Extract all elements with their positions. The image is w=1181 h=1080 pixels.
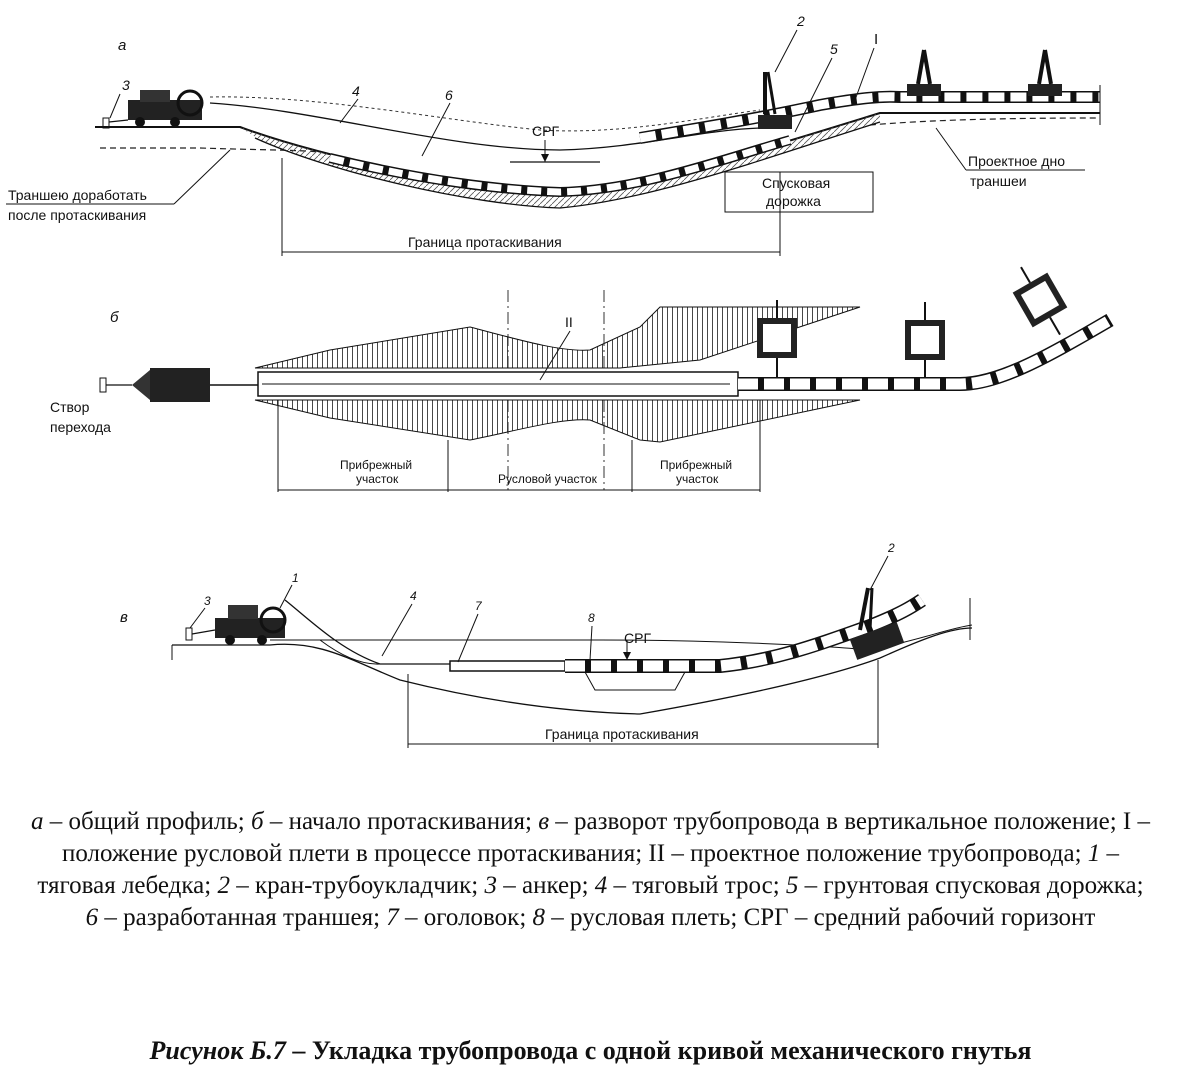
legend-t3: – анкер;	[497, 872, 595, 899]
legend-t5: – грунтовая спусковая дорожка;	[798, 872, 1144, 899]
legend-t6: – разработанная траншея;	[98, 904, 387, 931]
upper-dashed-a	[209, 96, 761, 132]
panel-v-letter: в	[120, 609, 128, 626]
coastal-left-line2: участок	[356, 472, 399, 486]
launch-track-label-line2: дорожка	[766, 193, 821, 209]
legend-t7: – оголовок;	[398, 904, 533, 931]
winch-icon-b	[132, 368, 258, 402]
pipelayer-crane-icon-2	[907, 49, 941, 96]
anchor-icon	[102, 117, 129, 129]
pipelayer-crane-icon-v	[849, 587, 905, 660]
callout-5-a: 5	[830, 41, 838, 57]
ground-profile-a	[95, 112, 1100, 192]
left-note-line2: после протаскивания	[8, 207, 146, 223]
callout-3-a: 3	[122, 77, 130, 93]
pipeline-laying-diagram: а СРГ	[6, 13, 1114, 748]
callout-8-v: 8	[588, 611, 595, 625]
pipelayer-plan-icon-2	[905, 302, 945, 378]
left-note-line1: Траншею доработать	[8, 187, 147, 203]
srg-label-a: СРГ	[532, 123, 559, 139]
anchor-icon-v	[185, 627, 216, 641]
trench-depression-v	[584, 671, 686, 691]
launch-track-label-line1: Спусковая	[762, 175, 830, 191]
legend-n5: 5	[785, 872, 799, 899]
legend-t2: – кран-трубоукладчик;	[229, 872, 485, 899]
legend-v: в	[538, 808, 550, 835]
crossing-label-line2: перехода	[50, 419, 111, 435]
anchor-icon-b	[99, 377, 132, 393]
legend-n2: 2	[217, 872, 230, 899]
pipelayer-plan-icon-3	[1012, 266, 1068, 336]
panel-b-letter: б	[110, 309, 119, 326]
pulling-limit-label-v: Граница протаскивания	[545, 726, 699, 742]
callout-2-v: 2	[887, 541, 895, 555]
trench-edge-v	[270, 624, 973, 651]
design-bottom-label-line1: Проектное дно	[968, 153, 1065, 169]
legend-v-text: – разворот трубопровода в вертикальное п…	[61, 808, 1150, 867]
panel-a: а СРГ	[6, 13, 1101, 256]
winch-icon	[128, 89, 204, 127]
legend-b-text: – начало протаскивания;	[263, 808, 539, 835]
legend-n4: 4	[594, 872, 608, 899]
channel-pipeline-a	[328, 135, 792, 198]
figure-title-text: – Укладка трубопровода с одной кривой ме…	[285, 1036, 1032, 1065]
trench-plan-upper	[254, 306, 861, 369]
cable-line-v	[284, 599, 560, 665]
callout-4-a: 4	[352, 83, 360, 99]
coastal-right-line1: Прибрежный	[660, 458, 732, 472]
legend-n1: 1	[1087, 840, 1101, 867]
legend-n7: 7	[386, 904, 399, 931]
design-bottom-dashed-a-right	[869, 117, 1101, 126]
pipelayer-plan-icon-1	[757, 300, 797, 378]
ground-profile-v	[172, 627, 973, 715]
launch-track-box	[724, 171, 874, 213]
trench-bottom-a	[254, 121, 881, 209]
pipeline-segments-v	[565, 594, 926, 673]
trench-plan-lower	[254, 399, 861, 443]
figure-number: Рисунок Б.7	[149, 1036, 286, 1065]
callout-2-a: 2	[796, 13, 805, 29]
pipeline-segments-b	[738, 313, 1114, 391]
pulling-limit-label-a: Граница протаскивания	[408, 234, 562, 250]
panel-v: в СРГ	[120, 541, 973, 748]
pipe-head-v	[449, 660, 566, 672]
coastal-right-line2: участок	[676, 472, 719, 486]
legend-n6: 6	[85, 904, 99, 931]
callout-I-a: I	[874, 31, 878, 48]
callout-4-v: 4	[410, 589, 417, 603]
winch-icon-v	[215, 605, 287, 645]
pulling-cable-a	[209, 102, 761, 151]
legend-b: б	[251, 808, 264, 835]
channel-section-label: Русловой участок	[498, 472, 598, 486]
legend-a-text: – общий профиль;	[43, 808, 251, 835]
legend-t1: – тяговая лебедка;	[37, 840, 1120, 899]
panel-b: б II Створ перехода	[50, 266, 1114, 492]
coastal-left-line1: Прибрежный	[340, 458, 412, 472]
figure-legend: а – общий профиль; б – начало протаскива…	[30, 806, 1151, 934]
legend-t4: – тяговый трос;	[607, 872, 786, 899]
srg-label-v: СРГ	[624, 630, 651, 646]
callout-1-v: 1	[292, 571, 299, 585]
legend-n8: 8	[532, 904, 546, 931]
callout-6-a: 6	[445, 87, 453, 103]
crossing-label-line1: Створ	[50, 399, 90, 415]
panel-a-letter: а	[118, 37, 126, 54]
pipelayer-crane-icon-3	[1028, 49, 1062, 96]
legend-t8: – русловая плеть; СРГ – средний рабочий …	[545, 904, 1096, 931]
legend-a: а	[30, 808, 44, 835]
bank-curve-v	[319, 639, 381, 665]
roman-II-label: II	[565, 314, 573, 330]
legend-n3: 3	[484, 872, 498, 899]
design-bottom-label-line2: траншеи	[970, 173, 1027, 189]
figure-title: Рисунок Б.7 – Укладка трубопровода с одн…	[0, 1036, 1181, 1066]
pipelayer-crane-icon	[758, 71, 792, 129]
callout-7-v: 7	[475, 599, 483, 613]
callout-3-v: 3	[204, 594, 211, 608]
